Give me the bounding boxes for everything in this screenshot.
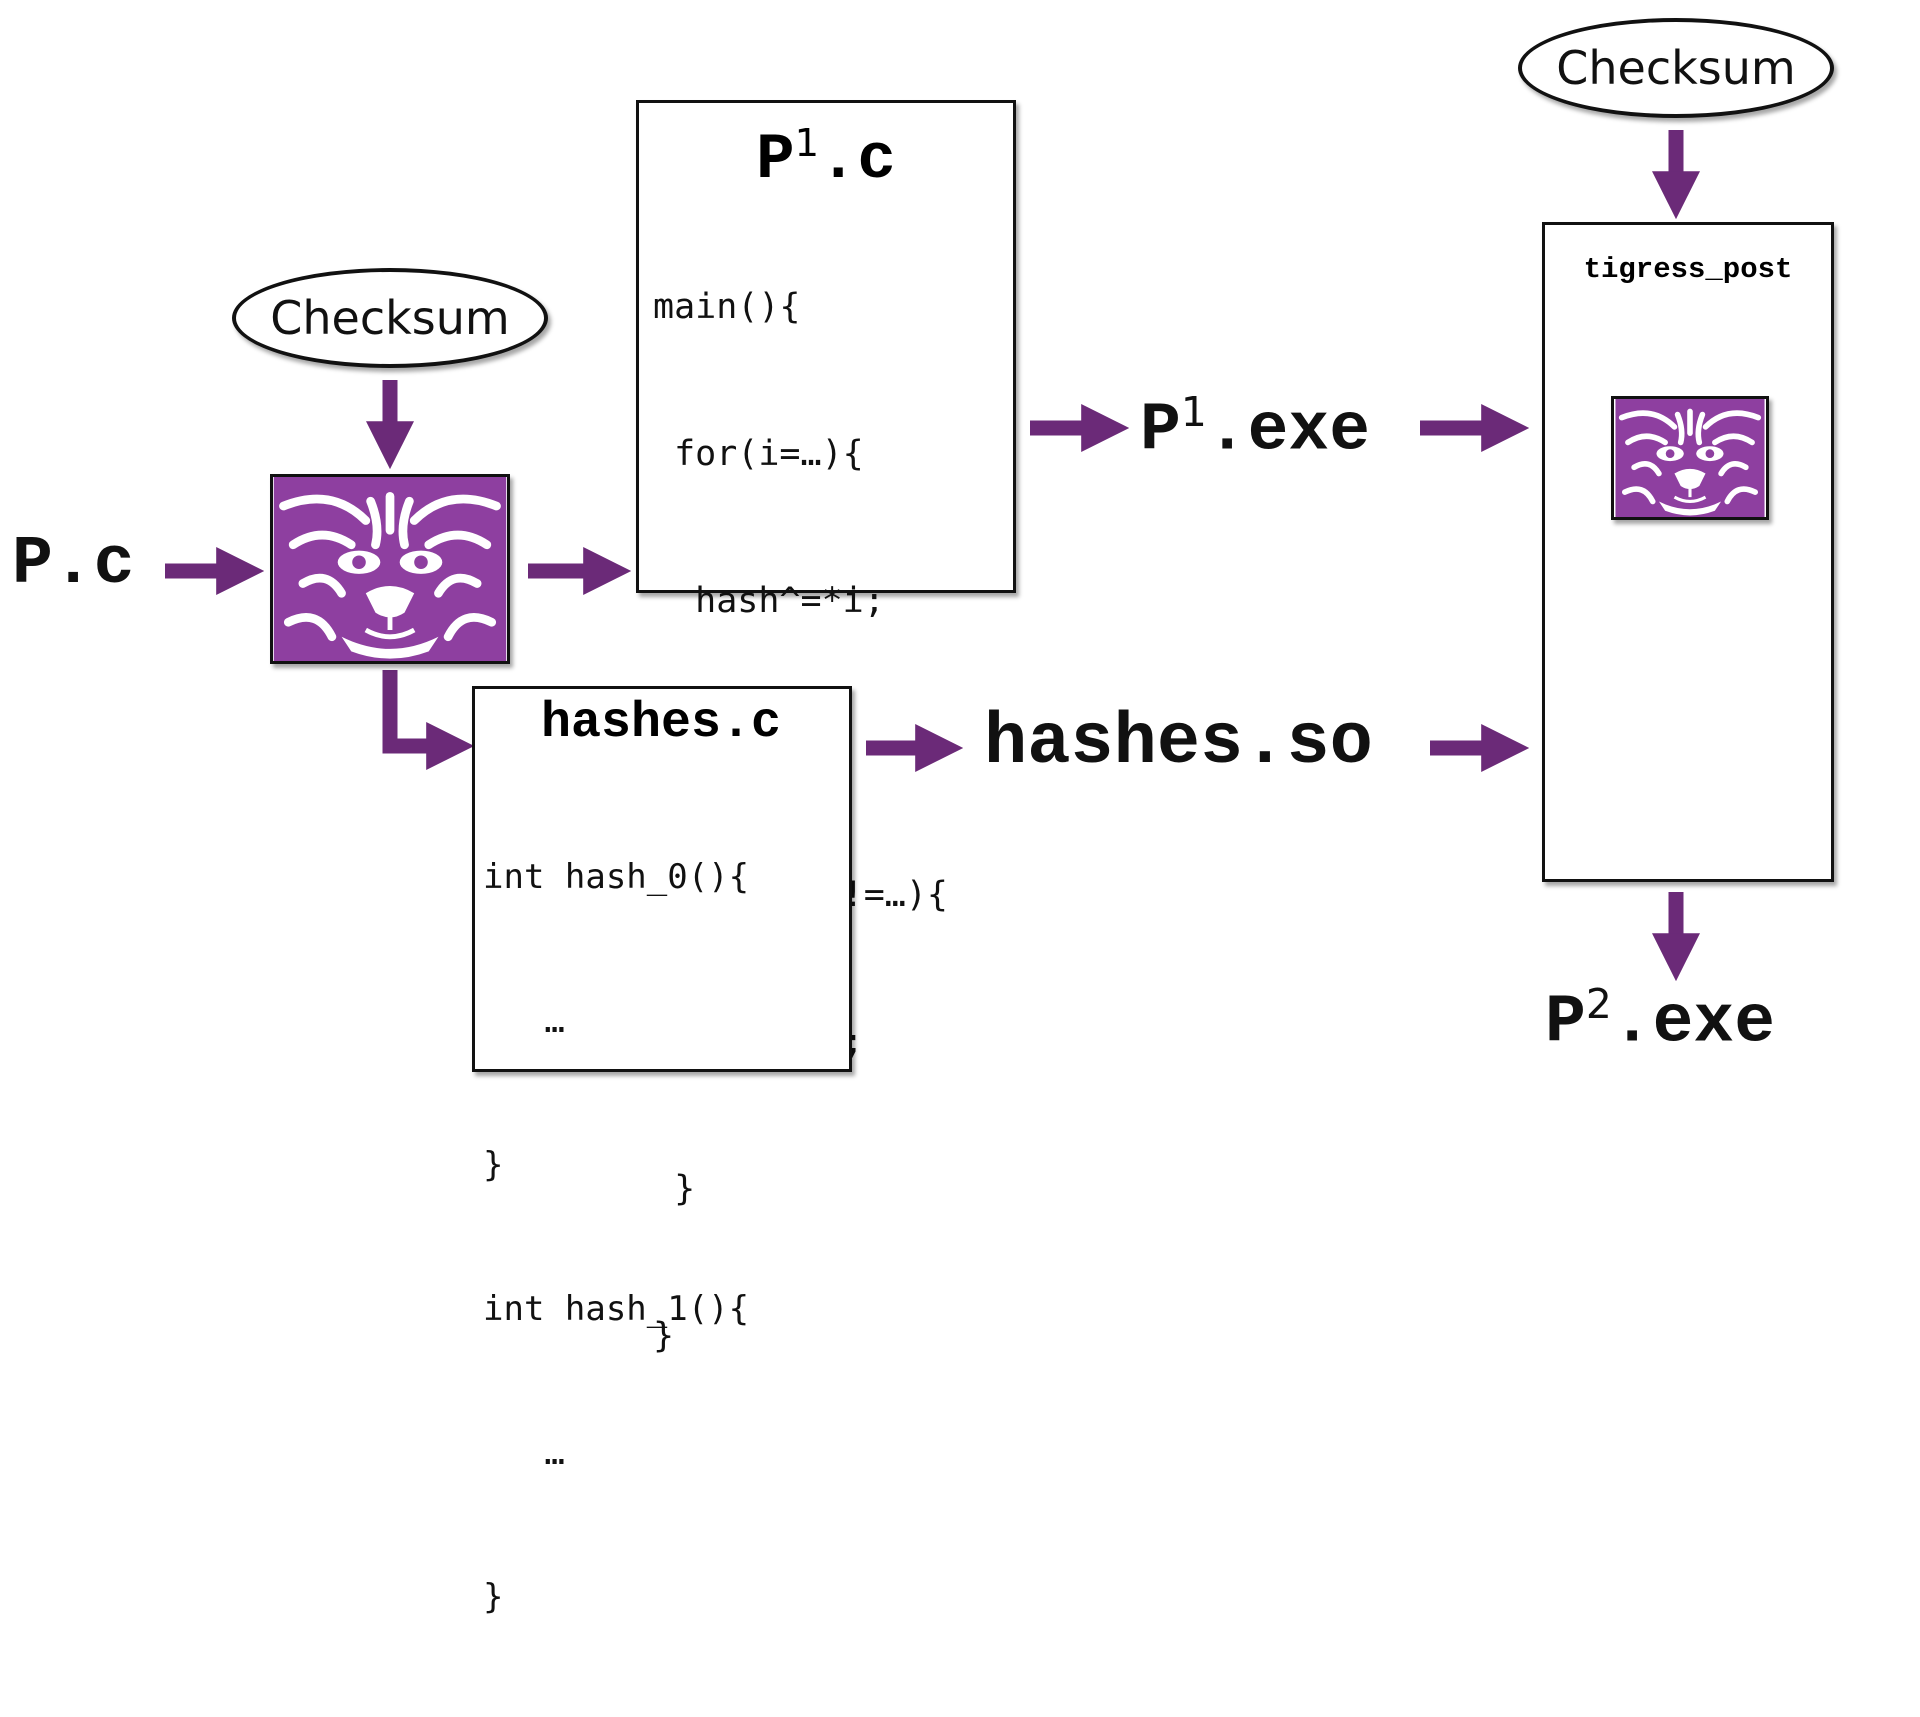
- code-line: }: [483, 1577, 504, 1617]
- p2-exe-label: P2.exe: [1545, 980, 1775, 1061]
- p2-exe-suffix: .exe: [1611, 984, 1776, 1062]
- hashes-c-title: hashes.c: [541, 695, 782, 752]
- p2-exe-sup: 2: [1585, 980, 1612, 1028]
- code-line: int hash_0(){: [483, 857, 750, 897]
- p1-exe-label: P1.exe: [1140, 388, 1370, 469]
- hashes-so-label: hashes.so: [984, 702, 1373, 784]
- code-line: for(i=…){: [653, 434, 864, 474]
- arrow-tiger-to-hashes: [382, 670, 475, 771]
- checksum-oval-left: Checksum: [232, 268, 548, 368]
- checksum-oval-right: Checksum: [1518, 18, 1834, 118]
- p1-c-title-suffix: .c: [819, 125, 896, 198]
- p-c-label: P.c: [12, 526, 135, 603]
- tigress-post-title: tigress_post: [1583, 253, 1793, 286]
- tiger-logo-icon: [270, 474, 510, 664]
- arrows-layer: [165, 130, 1701, 982]
- diagram-canvas: P.c Checksum: [12, 18, 1834, 1617]
- tigress-post-box: tigress_post: [1542, 222, 1834, 882]
- p1-c-title-base: P: [756, 125, 795, 198]
- p2-exe-base: P: [1545, 984, 1586, 1062]
- p1-exe-base: P: [1140, 392, 1181, 470]
- p1-c-title: P1.c: [639, 109, 1013, 196]
- tiger-logo-icon: [1615, 399, 1765, 517]
- code-line: }: [483, 1145, 504, 1185]
- hashes-c-code: int hash_0(){ … } int hash_1(){ … }: [483, 757, 749, 1717]
- code-line: …: [483, 1001, 565, 1041]
- p1-exe-sup: 1: [1180, 388, 1207, 436]
- tiger-logo-icon-small: [1611, 396, 1769, 520]
- hashes-c-box: hashes.c int hash_0(){ … } int hash_1(){…: [472, 686, 852, 1617]
- code-line: int hash_1(){: [483, 1289, 750, 1329]
- p1-exe-suffix: .exe: [1206, 392, 1371, 470]
- code-line: main(){: [653, 287, 801, 327]
- p1-c-box: P1.c main(){ for(i=…){ hash^=*i; } if (h…: [636, 100, 1016, 1356]
- code-line: hash^=*i;: [653, 581, 885, 621]
- code-line: …: [483, 1433, 565, 1473]
- tiger-logo-icon: [273, 477, 507, 661]
- p1-c-title-sup: 1: [794, 121, 820, 166]
